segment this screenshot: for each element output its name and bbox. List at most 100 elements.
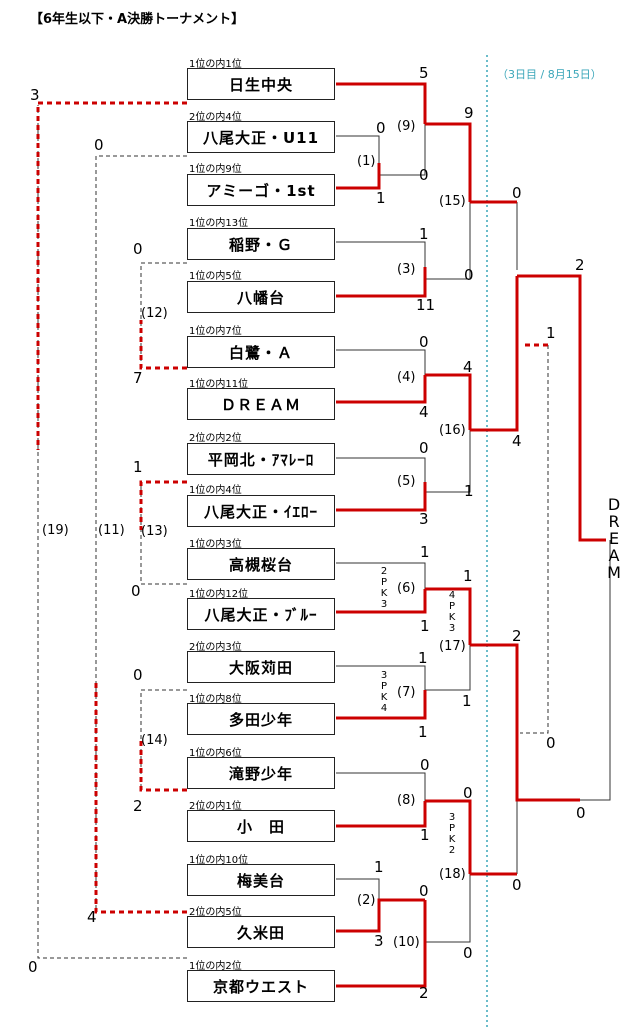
team-box: 滝野少年 [187,757,335,789]
line-yao-u11 [336,135,380,163]
seed-label: 1位の内8位 [189,694,242,705]
line-g11-top [95,155,187,912]
team-box: ＤＲＥＡＭ [187,388,335,420]
seed-label: 2位の内1位 [189,801,242,812]
team-box: 小 田 [187,810,335,842]
score: 1 [133,458,143,476]
line-g13-bot [140,482,187,585]
win-line-kumeda [336,898,425,933]
game-number: (13) [141,524,168,539]
date-note: （3日目 / 8月15日） [497,68,602,81]
seed-label: 1位の内4位 [189,485,242,496]
line-g1-to-g9 [379,124,426,176]
score: 5 [419,64,429,82]
win-line-g16 [470,276,519,432]
win-line-g4 [425,373,472,430]
line-takino [336,772,426,801]
score: 1 [420,826,430,844]
game-number: (14) [141,733,168,748]
score: 3 [374,932,384,950]
win-line-hiyoshi [336,82,427,124]
score: 0 [94,136,104,154]
score: 1 [419,225,429,243]
score: 0 [576,804,586,822]
score: 0 [512,876,522,894]
win-line-oda [336,801,427,828]
score: 11 [416,296,436,314]
team-box: 稲野・Ｇ [187,228,335,260]
game-number: (17) [439,639,466,654]
line-g5-to-g16 [425,430,471,493]
win-line-kyoto [336,942,427,988]
score: 0 [419,882,429,900]
score: 0 [546,734,556,752]
win-line-dream [336,375,427,404]
line-g14-top [140,689,187,790]
win-line-g9 [425,122,472,202]
line-pre-final-bot [520,345,549,734]
win-line-g6 [425,587,472,645]
score: 1 [418,649,428,667]
seed-label: 1位の内13位 [189,218,249,229]
seed-label: 1位の内1位 [189,59,242,70]
seed-label: 1位の内2位 [189,961,242,972]
team-box: 多田少年 [187,703,335,735]
win-line-g14 [139,740,187,792]
seed-label: 1位の内11位 [189,379,249,390]
seed-label: 1位の内5位 [189,271,242,282]
score: 1 [418,723,428,741]
seed-label: 2位の内3位 [189,642,242,653]
score: 0 [28,958,38,976]
game-number: (10) [393,935,420,950]
seed-label: 1位の内10位 [189,855,249,866]
line-inano [336,241,426,267]
score: 1 [464,482,474,500]
team-box: アミーゴ・1st [187,174,335,206]
team-box: 梅美台 [187,864,335,896]
seed-label: 2位の内5位 [189,907,242,918]
line-osaka-karita [336,665,426,690]
champion-label: DREAM [607,495,621,582]
score: 0 [419,439,429,457]
team-box: 京都ウエスト [187,970,335,1002]
team-box: 白鷺・Ａ [187,336,335,368]
seed-label: 1位の内12位 [189,589,249,600]
pk-note: 2PK3 [380,566,388,610]
win-line-yao-yellow [336,482,427,512]
team-box: 日生中央 [187,68,335,100]
win-line-g12 [139,320,187,370]
win-line-yao-blue [336,589,427,614]
score: 3 [419,510,429,528]
seed-label: 1位の内3位 [189,539,242,550]
game-number: (5) [397,474,416,489]
team-box: 八尾大正・U11 [187,121,335,153]
win-line-g8 [425,799,472,874]
score: 3 [30,86,40,104]
bracket-title: 【6年生以下・A決勝トーナメント】 [30,12,245,27]
seed-label: 2位の内4位 [189,112,242,123]
game-number: (12) [141,306,168,321]
line-hiraoka [336,457,426,482]
team-box: 高槻桜台 [187,548,335,580]
game-number: (4) [397,370,416,385]
team-box: 八尾大正・ｲｴﾛｰ [187,495,335,527]
score: 1 [374,858,384,876]
score: 0 [512,184,522,202]
team-box: 八幡台 [187,281,335,313]
line-sf2-to-final [580,540,611,801]
seed-label: 1位の内6位 [189,748,242,759]
score: 1 [463,567,473,585]
line-g10-to-g18 [425,874,471,943]
win-line-yahatadai [336,267,427,298]
win-line-tada [336,690,427,720]
pk-note: 3PK4 [380,670,388,714]
score: 2 [512,627,522,645]
game-number: (2) [357,893,376,908]
score: 1 [546,324,556,342]
game-number: (1) [357,154,376,169]
score: 0 [419,166,429,184]
game-number: (9) [397,119,416,134]
score: 0 [463,784,473,802]
line-takatsuki [336,562,426,589]
score: 0 [376,119,386,137]
